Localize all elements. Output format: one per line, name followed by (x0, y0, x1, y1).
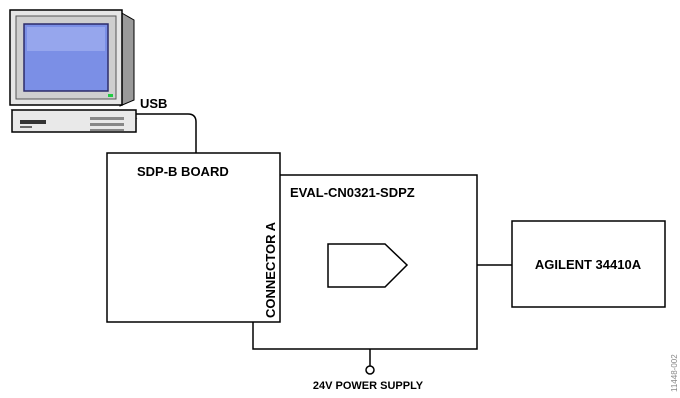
power-supply-label: 24V POWER SUPPLY (313, 380, 424, 392)
usb-label: USB (140, 96, 167, 111)
pentagon-arrow-icon (327, 243, 409, 288)
figure-id: 11448-002 (670, 354, 679, 392)
power-terminal-icon (365, 365, 375, 375)
meter-box (511, 220, 666, 308)
meter-title: AGILENT 34410A (535, 257, 642, 272)
eval-board-title: EVAL-CN0321-SDPZ (290, 185, 415, 200)
desktop-computer-icon (9, 9, 138, 133)
sdp-board-title: SDP-B BOARD (137, 164, 229, 179)
usb-cable (136, 113, 197, 153)
sdp-board-box (106, 152, 281, 323)
connector-a-label: CONNECTOR A (263, 221, 278, 318)
